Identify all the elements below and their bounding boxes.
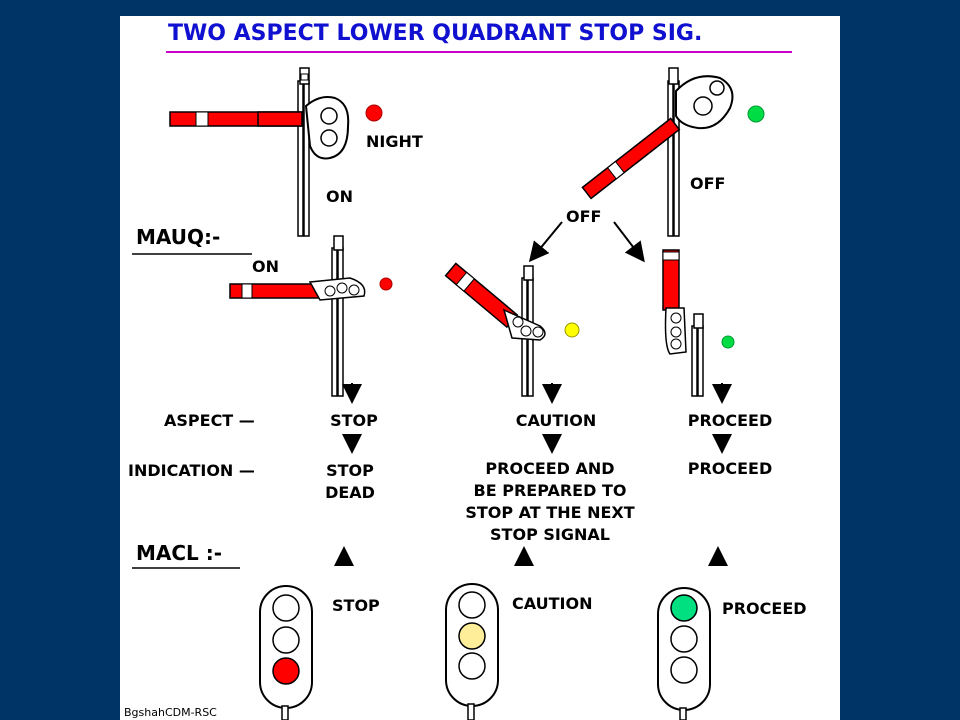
signal-diagram: TWO ASPECT LOWER QUADRANT STOP SIG. NIGH…	[124, 21, 807, 720]
indication-caution-line-2: BE PREPARED TO	[474, 481, 627, 500]
spectacle-plate	[304, 96, 350, 160]
mauq-green-lamp-icon	[721, 335, 735, 349]
macl-caution-signal	[445, 583, 499, 720]
mauq-on-semaphore	[229, 235, 393, 397]
mauq-caution-semaphore	[444, 262, 580, 397]
mauq-red-lamp-icon	[379, 277, 393, 291]
off-arm	[581, 117, 681, 200]
indication-stop-line-1: STOP	[326, 461, 374, 480]
indication-caution-line-4: STOP SIGNAL	[490, 525, 610, 544]
macl-proceed-signal	[657, 587, 711, 720]
aspect-caution: CAUTION	[516, 411, 596, 430]
macl-red-lamp-icon	[272, 657, 300, 685]
aspect-row-label: ASPECT —	[164, 411, 255, 430]
indication-proceed: PROCEED	[688, 459, 773, 478]
off-arrow-left	[528, 221, 563, 263]
red-lamp-icon	[365, 104, 383, 122]
top-on-label: ON	[326, 187, 353, 206]
mauq-proceed-semaphore	[662, 249, 735, 397]
aspect-arrows	[342, 383, 732, 454]
macl-caution-label: CAUTION	[512, 594, 592, 613]
night-label: NIGHT	[366, 132, 423, 151]
top-off-label: OFF	[690, 174, 725, 193]
diagram-title: TWO ASPECT LOWER QUADRANT STOP SIG.	[168, 21, 702, 46]
credit-text: BgshahCDM-RSC	[124, 706, 217, 719]
macl-stop-signal	[259, 585, 313, 720]
aspect-stop: STOP	[330, 411, 378, 430]
macl-heading: MACL :-	[136, 541, 222, 565]
mauq-on-label: ON	[252, 257, 279, 276]
mauq-yellow-lamp-icon	[564, 322, 580, 338]
indication-row-label: INDICATION —	[128, 461, 255, 480]
indication-stop-line-2: DEAD	[325, 483, 375, 502]
indication-caution-line-1: PROCEED AND	[485, 459, 614, 478]
macl-proceed-label: PROCEED	[722, 599, 807, 618]
mauq-off-label: OFF	[566, 207, 601, 226]
diagram-panel: TWO ASPECT LOWER QUADRANT STOP SIG. NIGH…	[120, 16, 840, 720]
macl-stop-label: STOP	[332, 596, 380, 615]
aspect-proceed: PROCEED	[688, 411, 773, 430]
macl-arrows	[334, 546, 728, 566]
off-arrow-right	[613, 221, 645, 263]
green-lamp-icon	[747, 105, 765, 123]
macl-yellow-lamp-icon	[458, 622, 486, 650]
top-on-semaphore	[169, 67, 383, 237]
mauq-heading: MAUQ:-	[136, 225, 220, 249]
top-off-semaphore	[581, 67, 765, 237]
macl-green-lamp-icon	[670, 594, 698, 622]
indication-caution-line-3: STOP AT THE NEXT	[465, 503, 634, 522]
